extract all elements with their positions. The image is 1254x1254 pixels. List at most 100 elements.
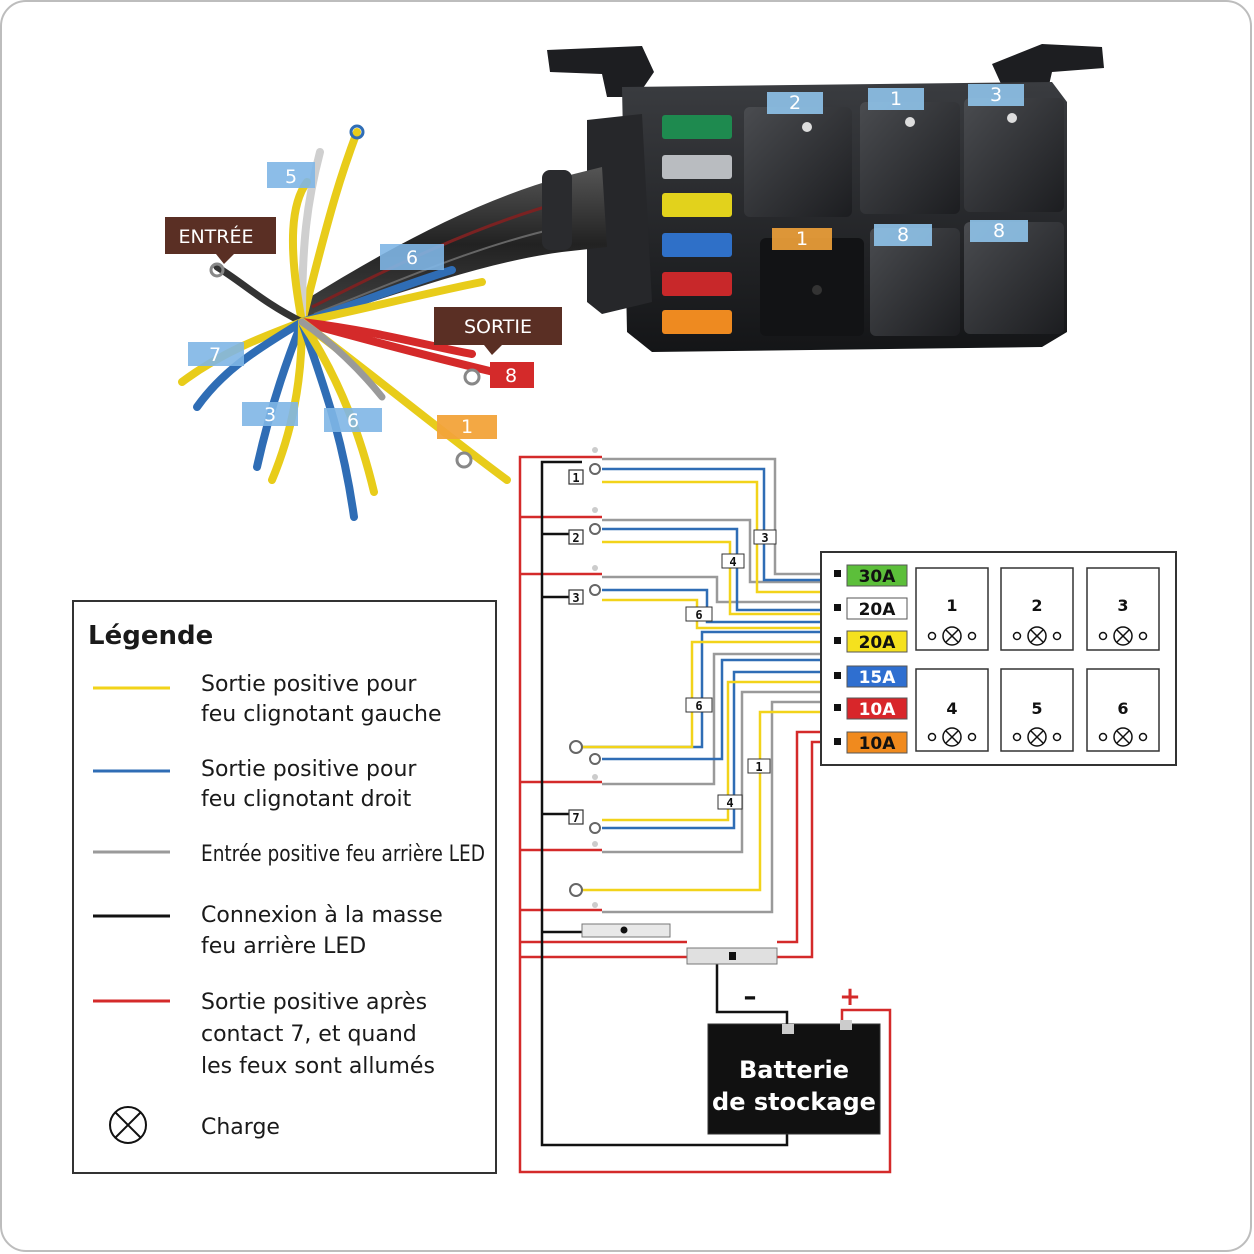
connector-label-3: 3 bbox=[761, 531, 768, 545]
fuse-relay-box: 30A 20A 20A 15A 10A 10A 1 2 3 4 5 6 bbox=[820, 551, 1177, 766]
fuse-label-3: 20A bbox=[859, 633, 897, 653]
battery-terminal-positive bbox=[840, 1020, 852, 1030]
ring-terminal bbox=[455, 451, 473, 469]
ring-terminal bbox=[349, 124, 365, 140]
schematic-wires bbox=[518, 455, 892, 1174]
relay-dot bbox=[1007, 113, 1017, 123]
photo-relay-bottom-3 bbox=[964, 222, 1064, 334]
relay-grid: 1 2 3 4 5 6 bbox=[915, 567, 1160, 752]
relay-dot bbox=[802, 122, 812, 132]
fuse-20a-yellow bbox=[846, 630, 908, 653]
main-bus-dot bbox=[729, 952, 736, 960]
load-symbol-icon bbox=[927, 626, 977, 646]
fuse-20a-white bbox=[846, 597, 908, 620]
load-symbol-icon bbox=[1098, 626, 1148, 646]
legend-title: Légende bbox=[88, 621, 213, 651]
fanned-wires bbox=[178, 128, 511, 521]
terminal-1: 1 bbox=[572, 471, 579, 485]
legend-charge-label: Charge bbox=[201, 1115, 280, 1140]
cable-harness bbox=[302, 167, 607, 322]
photo-relay-top-2 bbox=[860, 102, 960, 214]
wire-tag-6: 6 bbox=[406, 247, 418, 269]
legend-item-5-line3: les feux sont allumés bbox=[201, 1054, 435, 1079]
wire-tag-3: 3 bbox=[264, 404, 276, 426]
fuse-30a bbox=[846, 564, 908, 587]
legend-item-2-line1: Sortie positive pour bbox=[201, 757, 417, 782]
ring-terminal bbox=[463, 368, 481, 386]
photo-fuse-green bbox=[662, 115, 732, 139]
cable-grommet bbox=[542, 170, 572, 250]
legend-item-1-line2: feu clignotant gauche bbox=[201, 702, 442, 727]
relay-tag-bg bbox=[968, 84, 1024, 106]
relay-tag-bottom-1: 1 bbox=[796, 228, 808, 250]
wire-tag-bg bbox=[324, 408, 382, 432]
relay-tag-bg bbox=[868, 88, 924, 110]
mount-bracket-left bbox=[547, 46, 654, 97]
relay-number-3: 3 bbox=[1117, 596, 1128, 615]
wire-tag-bg bbox=[380, 244, 444, 270]
legend-item-3-line1: Entrée positive feu arrière LED bbox=[201, 842, 485, 867]
load-symbol-icon bbox=[109, 1106, 147, 1144]
wire-tag-bg bbox=[437, 415, 497, 439]
photo-relay-bottom-2 bbox=[870, 228, 960, 336]
photo-relays bbox=[744, 98, 1064, 336]
terminal-2: 2 bbox=[572, 531, 579, 545]
terminal-7: 7 bbox=[572, 811, 579, 825]
relay-tag-top-1: 2 bbox=[789, 92, 801, 114]
relay-tag-top-2: 1 bbox=[890, 88, 902, 110]
relay-number-1: 1 bbox=[946, 596, 957, 615]
photo-relay-top-1 bbox=[744, 107, 852, 217]
wire-tag-bg bbox=[188, 342, 244, 366]
relay-number-4: 4 bbox=[946, 699, 957, 718]
wire-tag-7: 7 bbox=[209, 344, 221, 366]
legend-item-2-line2: feu clignotant droit bbox=[201, 787, 412, 812]
fuse-10a-red bbox=[846, 697, 908, 720]
battery-body bbox=[707, 1023, 881, 1135]
fuse-label-4: 15A bbox=[859, 668, 897, 688]
relay-number-6: 6 bbox=[1117, 699, 1128, 718]
battery-minus-sign: – bbox=[744, 982, 757, 1012]
entree-tag-label: ENTRÉE bbox=[178, 225, 253, 248]
relay-number-2: 2 bbox=[1031, 596, 1042, 615]
photo-fuse-blue bbox=[662, 233, 732, 257]
wire-tag-bg bbox=[242, 402, 298, 426]
fuse-label-2: 20A bbox=[859, 600, 897, 620]
fuse-box-photo: 2 1 3 1 8 8 bbox=[547, 44, 1104, 352]
photo-relay-top-3 bbox=[964, 98, 1064, 212]
fuse-list: 30A 20A 20A 15A 10A 10A bbox=[834, 564, 908, 754]
battery-label-line1: Batterie bbox=[739, 1056, 849, 1084]
connector-label-6a: 6 bbox=[695, 608, 702, 622]
connector-label-4b: 4 bbox=[726, 796, 733, 810]
connector-label-1: 1 bbox=[755, 760, 762, 774]
photo-fuse-orange bbox=[662, 310, 732, 334]
photo-relay-bottom-1 bbox=[760, 238, 864, 336]
battery-plus-sign: + bbox=[839, 982, 861, 1012]
fuse-label-1: 30A bbox=[859, 567, 897, 587]
relay-tag-bg bbox=[772, 228, 832, 250]
wire-connector-labels: 3 4 6 6 1 4 bbox=[685, 529, 777, 810]
wire-tag-bg bbox=[267, 162, 315, 188]
sortie-tag bbox=[434, 307, 562, 355]
relay-dot bbox=[905, 117, 915, 127]
legend-box bbox=[72, 600, 497, 1174]
wire-tag-8: 8 bbox=[505, 365, 517, 387]
fuse-label-6: 10A bbox=[859, 734, 897, 754]
photo-fuses bbox=[662, 115, 732, 334]
fuse-15a bbox=[846, 665, 908, 688]
fuse-10a-orange bbox=[846, 731, 908, 754]
photo-fuse-red bbox=[662, 272, 732, 296]
relay-dot bbox=[812, 285, 822, 295]
fuse-box-side-connector bbox=[587, 114, 652, 314]
battery-terminal-negative bbox=[782, 1024, 794, 1034]
connector-label-6b: 6 bbox=[695, 699, 702, 713]
legend-item-1-line1: Sortie positive pour bbox=[201, 672, 417, 697]
wire-tag-6b: 6 bbox=[347, 410, 359, 432]
load-symbol-icon bbox=[1098, 727, 1148, 747]
terminal-markers: 1 2 3 7 bbox=[568, 447, 601, 908]
load-symbol-icon bbox=[1012, 727, 1062, 747]
relay-tag-bottom-3: 8 bbox=[993, 220, 1005, 242]
load-symbol-icon bbox=[1012, 626, 1062, 646]
entree-tag bbox=[165, 217, 276, 264]
